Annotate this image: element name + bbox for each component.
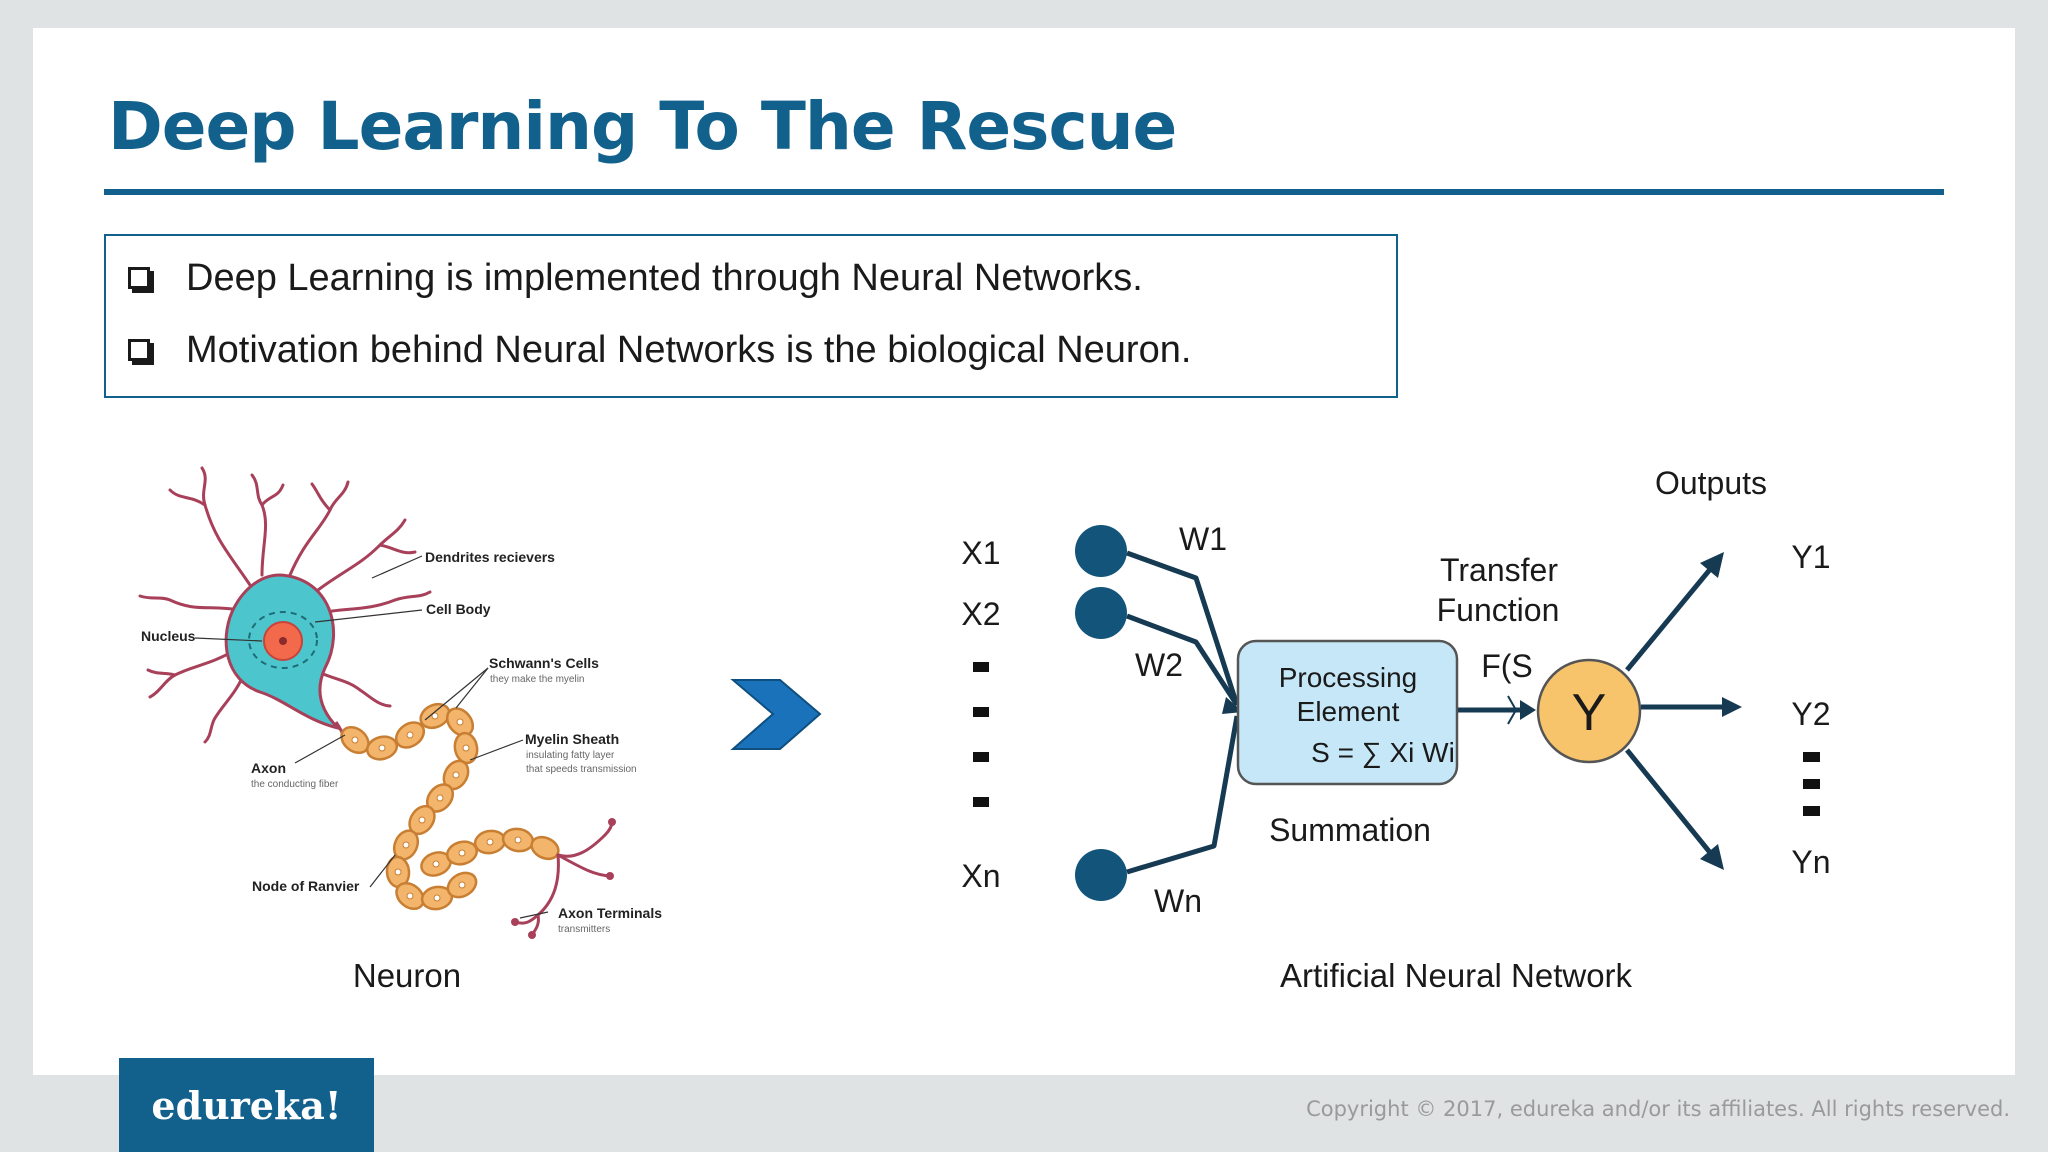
ann-diagram: X1 X2 Xn W1 W2 Wn Processing Element S =… bbox=[961, 465, 1830, 994]
weight-label-w2: W2 bbox=[1135, 647, 1183, 683]
output-arrows bbox=[1625, 565, 1726, 857]
label-axon: Axon bbox=[251, 760, 286, 776]
input-label-x2: X2 bbox=[961, 596, 1000, 632]
neuron-labels: Dendrites recievers Cell Body Nucleus Sc… bbox=[141, 549, 662, 935]
output-node bbox=[1536, 658, 1642, 764]
bullet-item: Motivation behind Neural Networks is the… bbox=[128, 328, 1192, 371]
weight-label-w1: W1 bbox=[1179, 521, 1227, 557]
neuron-leader-lines bbox=[194, 555, 549, 919]
processing-label-line2: Element bbox=[1297, 696, 1400, 727]
processing-element bbox=[1236, 639, 1459, 786]
logo-text: edureka! bbox=[151, 1082, 342, 1128]
label-schwann-sub: they make the myelin bbox=[490, 674, 585, 685]
label-myelin: Myelin Sheath bbox=[525, 731, 619, 747]
slide-title: Deep Learning To The Rescue bbox=[108, 88, 1177, 165]
label-ranvier: Node of Ranvier bbox=[252, 878, 360, 894]
input-label-x1: X1 bbox=[961, 535, 1000, 571]
ann-caption: Artificial Neural Network bbox=[1280, 957, 1633, 994]
arrow-into-output bbox=[1520, 700, 1536, 720]
neuron-illustration: Dendrites recievers Cell Body Nucleus Sc… bbox=[138, 466, 662, 939]
nucleolus bbox=[279, 637, 287, 645]
cell-body-membrane bbox=[248, 611, 318, 669]
label-terminals-sub: transmitters bbox=[558, 924, 610, 935]
output-arrowheads bbox=[1700, 552, 1742, 870]
edureka-logo: edureka! bbox=[119, 1058, 374, 1152]
transfer-label-line2: Function bbox=[1437, 592, 1560, 628]
slide-background bbox=[33, 28, 2015, 1075]
label-terminals: Axon Terminals bbox=[558, 905, 662, 921]
copyright-text: Copyright © 2017, edureka and/or its aff… bbox=[1306, 1097, 2010, 1121]
label-cell-body: Cell Body bbox=[426, 601, 491, 617]
myelin-sheath bbox=[340, 702, 560, 911]
outputs-title: Outputs bbox=[1655, 465, 1767, 501]
input-node-2 bbox=[1075, 587, 1127, 639]
terminal-bulbs bbox=[511, 818, 616, 939]
weight-label-wn: Wn bbox=[1154, 883, 1202, 919]
output-label-y1: Y1 bbox=[1791, 539, 1830, 575]
bullet-item: Deep Learning is implemented through Neu… bbox=[128, 256, 1143, 299]
label-dendrites: Dendrites recievers bbox=[425, 549, 555, 565]
fs-label: F(S bbox=[1481, 648, 1533, 684]
transfer-tick bbox=[1507, 695, 1518, 725]
input-label-xn: Xn bbox=[961, 858, 1000, 894]
checkbox-bullet-icon bbox=[128, 267, 154, 293]
label-schwann: Schwann's Cells bbox=[489, 655, 599, 671]
weight-connections bbox=[1126, 550, 1240, 875]
bullet-text: Motivation behind Neural Networks is the… bbox=[186, 328, 1192, 371]
chevron-right-icon bbox=[730, 679, 822, 750]
processing-label-line1: Processing bbox=[1279, 662, 1418, 693]
transfer-label-line1: Transfer bbox=[1440, 552, 1558, 588]
label-nucleus: Nucleus bbox=[141, 628, 196, 644]
label-myelin-sub1: insulating fatty layer bbox=[526, 750, 615, 761]
output-ellipsis-dots bbox=[1803, 752, 1820, 816]
input-node-1 bbox=[1075, 525, 1127, 577]
output-node-label: Y bbox=[1572, 684, 1607, 742]
neuron-caption: Neuron bbox=[353, 957, 461, 994]
dendrites bbox=[138, 466, 432, 744]
processing-formula: S = ∑ Xi Wi bbox=[1311, 737, 1455, 768]
title-divider bbox=[104, 189, 1944, 195]
input-ellipsis-dots bbox=[973, 662, 989, 807]
output-label-yn: Yn bbox=[1791, 844, 1830, 880]
label-axon-sub: the conducting fiber bbox=[251, 779, 339, 790]
bullet-text: Deep Learning is implemented through Neu… bbox=[186, 256, 1143, 299]
input-node-n bbox=[1075, 849, 1127, 901]
checkbox-bullet-icon bbox=[128, 339, 154, 365]
label-myelin-sub2: that speeds transmission bbox=[526, 764, 637, 775]
output-label-y2: Y2 bbox=[1791, 696, 1830, 732]
summation-label: Summation bbox=[1269, 812, 1431, 848]
bullet-box: Deep Learning is implemented through Neu… bbox=[104, 234, 1398, 398]
